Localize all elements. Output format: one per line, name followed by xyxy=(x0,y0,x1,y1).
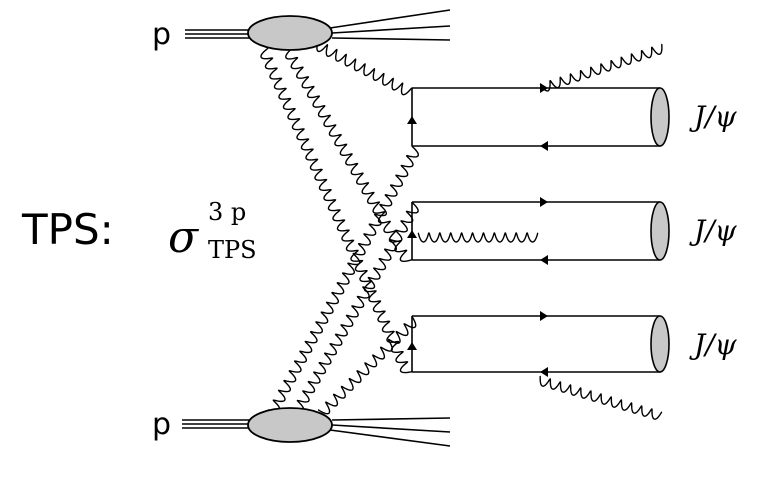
proton-remnants-top xyxy=(329,9,451,41)
cross-section-superscript: 3 p xyxy=(208,198,246,226)
meson-label-2: J/ψ xyxy=(689,214,738,247)
gluon-bottom-to-mid-vertex xyxy=(291,201,419,413)
gluon-top-to-bottom-vertex xyxy=(260,47,413,374)
gluon-radiated-mid xyxy=(417,232,539,243)
proton-blob-top xyxy=(247,15,333,51)
proton-label-bottom: p xyxy=(152,407,171,442)
cross-section-symbol: σ xyxy=(168,212,200,263)
meson-cap-1 xyxy=(650,87,670,147)
arrow-right-mid xyxy=(540,197,548,207)
process-label: TPS: xyxy=(21,205,114,254)
gluon-bottom-to-top-vertex xyxy=(267,145,420,412)
arrow-up-mid xyxy=(407,230,417,238)
proton-label-top: p xyxy=(152,17,171,52)
arrow-left-top xyxy=(540,141,548,151)
proton-remnants-bottom xyxy=(329,417,451,447)
gluon-top-to-top-vertex xyxy=(316,39,413,96)
gluon-lines xyxy=(260,39,663,420)
gluon-radiated-bottom xyxy=(539,375,663,420)
arrow-left-bot xyxy=(540,367,548,377)
proton-blob-bottom xyxy=(247,407,333,443)
quark-arrows xyxy=(407,83,548,377)
arrow-left-mid xyxy=(540,255,548,265)
arrow-right-top xyxy=(540,83,548,93)
proton-beam-top xyxy=(185,29,250,39)
proton-beam-bottom xyxy=(182,419,250,429)
quark-lines xyxy=(411,87,660,373)
arrow-up-top xyxy=(407,116,417,124)
meson-caps xyxy=(650,87,670,373)
meson-cap-3 xyxy=(650,315,670,373)
meson-cap-2 xyxy=(650,201,670,261)
gluon-top-to-mid-vertex xyxy=(285,47,413,263)
meson-label-1: J/ψ xyxy=(689,100,738,133)
arrow-up-bot xyxy=(407,342,417,350)
gluon-radiated-top xyxy=(539,43,663,92)
meson-label-3: J/ψ xyxy=(689,328,738,361)
gluon-bottom-to-bot-vertex xyxy=(317,315,417,415)
cross-section-subscript: TPS xyxy=(208,236,257,264)
arrow-right-bot xyxy=(540,311,548,321)
